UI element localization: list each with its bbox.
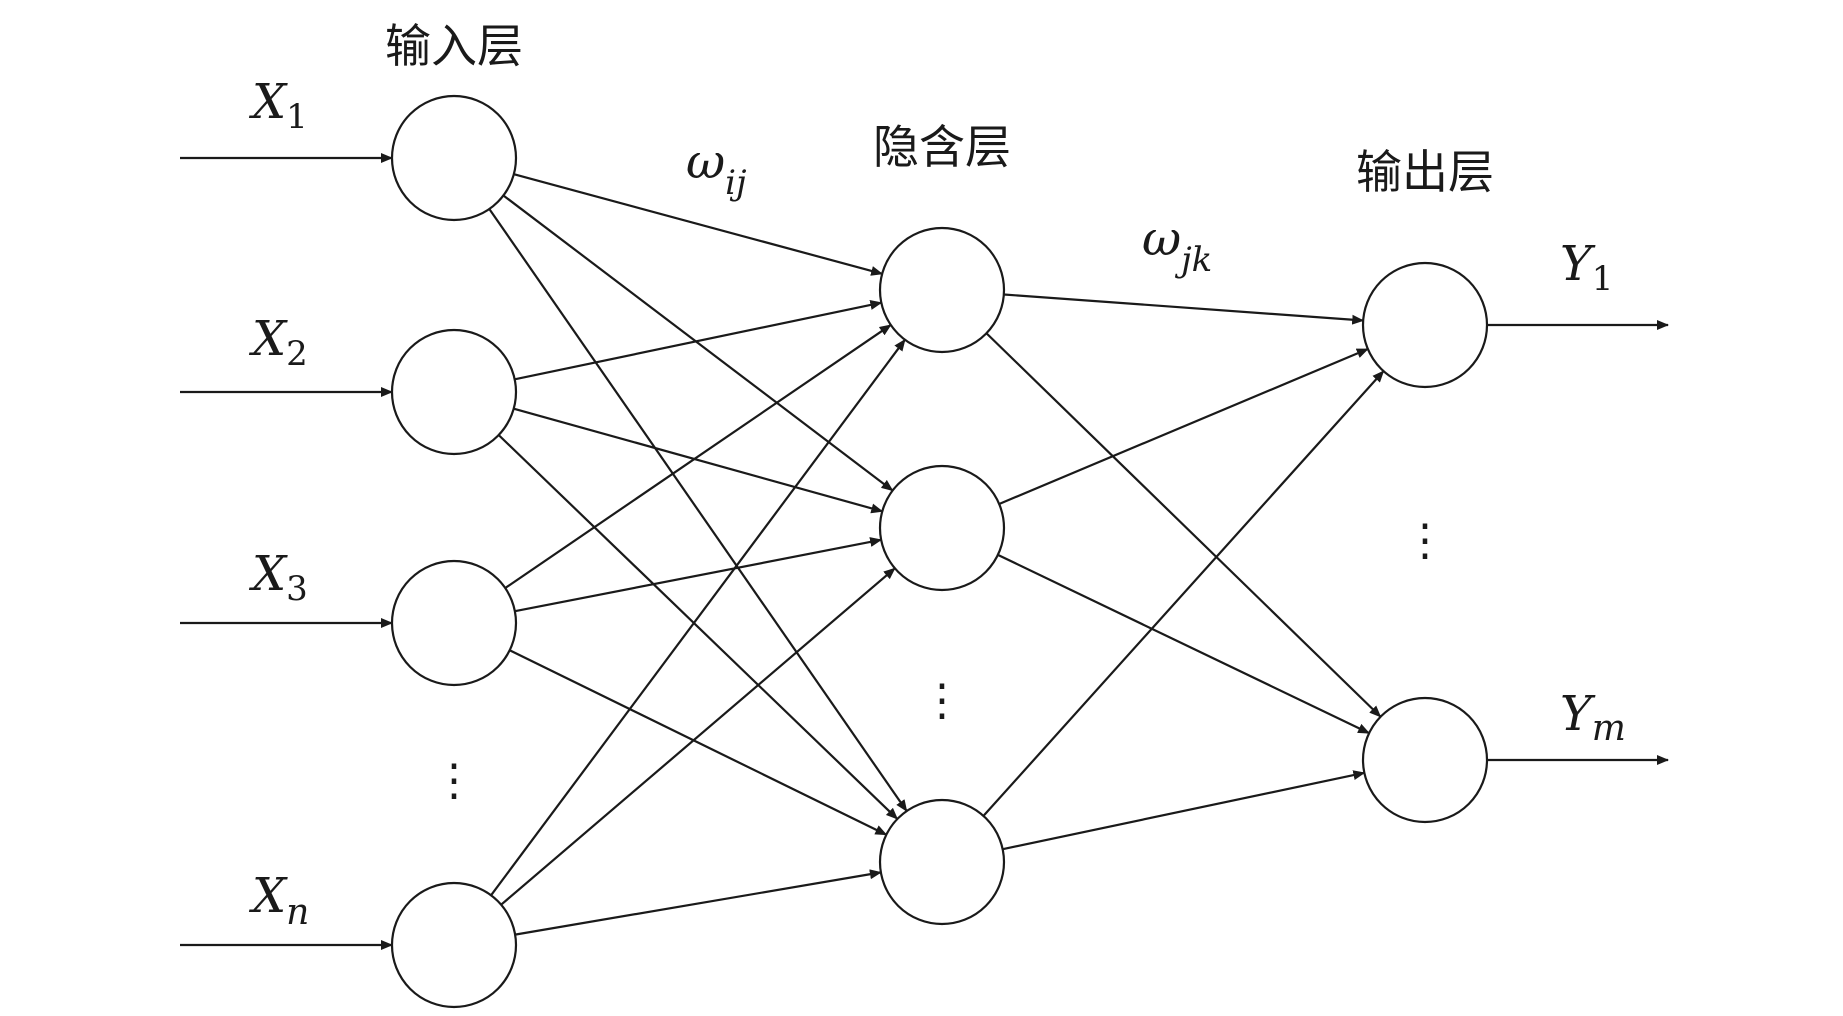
- input-label-2: X2: [248, 311, 308, 374]
- input-label-3: X3: [248, 546, 308, 609]
- input-node-1: [390, 94, 518, 222]
- edge-hidden3-output1: [982, 370, 1385, 817]
- edge-input4-hidden1: [490, 338, 906, 896]
- output-label-1: Y1: [1560, 236, 1613, 299]
- input-ellipsis: ⋮: [432, 755, 476, 806]
- edge-input2-hidden1: [514, 300, 883, 381]
- edge-input3-hidden3: [509, 649, 888, 836]
- node-layer: [390, 94, 1489, 1009]
- weight-label-jk: ωjk: [1142, 211, 1212, 280]
- edge-input4-hidden3: [514, 869, 882, 936]
- edge-input1-hidden3: [488, 208, 908, 812]
- hidden-node-2: [878, 464, 1006, 592]
- input-node-4: [390, 881, 518, 1009]
- connection-layer: [180, 153, 1669, 950]
- edge-input2-hidden2: [513, 407, 884, 514]
- output-label-m: Ym: [1560, 686, 1626, 749]
- edge-hidden2-output1: [998, 348, 1369, 505]
- input-node-3: [390, 559, 518, 687]
- input-layer-title: 输入层: [385, 19, 523, 73]
- edge-hidden3-output2: [1002, 770, 1366, 851]
- output-node-1: [1361, 261, 1489, 389]
- input-label-n: Xn: [248, 868, 309, 933]
- hidden-node-1: [878, 226, 1006, 354]
- output-ellipsis: ⋮: [1403, 515, 1447, 566]
- edge-input4-hidden2: [500, 567, 896, 906]
- edge-input1-hidden2: [502, 194, 894, 492]
- edge-input3-hidden2: [514, 537, 883, 613]
- output-layer-title: 输出层: [1356, 145, 1494, 199]
- edge-hidden1-output1: [1003, 293, 1365, 325]
- hidden-ellipsis: ⋮: [920, 675, 964, 726]
- output-node-2: [1361, 696, 1489, 824]
- weight-label-ij: ωij: [686, 134, 747, 203]
- edge-input2-hidden3: [497, 434, 899, 820]
- edge-hidden2-output2: [997, 553, 1371, 735]
- input-node-2: [390, 328, 518, 456]
- input-label-1: X1: [248, 74, 308, 137]
- hidden-layer-title: 隐含层: [873, 120, 1011, 174]
- edge-hidden1-output2: [985, 332, 1382, 718]
- hidden-node-3: [878, 798, 1006, 926]
- edge-input1-hidden1: [513, 173, 884, 276]
- edge-input3-hidden1: [504, 324, 892, 589]
